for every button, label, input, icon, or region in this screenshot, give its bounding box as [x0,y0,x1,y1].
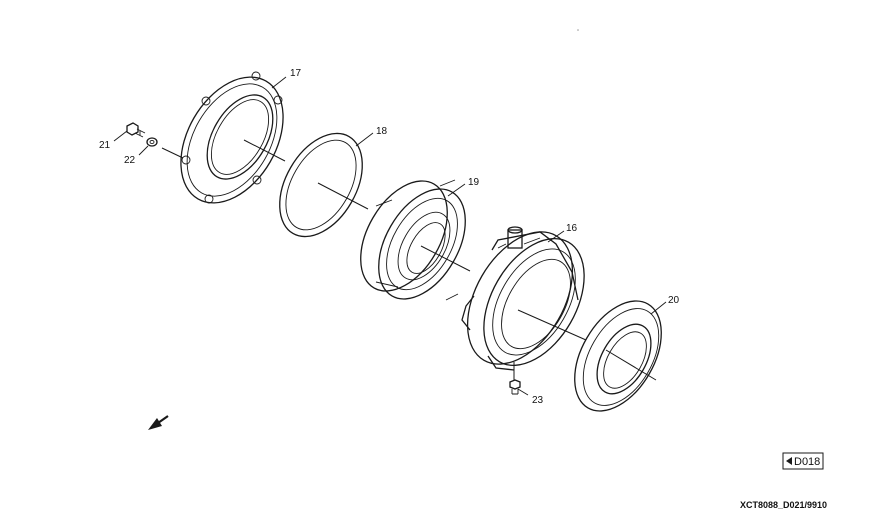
part-16-housing [461,226,585,371]
part-18-shim-ring [279,132,363,238]
part-23-plug [509,379,521,395]
callout-22: 22 [124,155,136,166]
part-22-washer [146,137,158,147]
callout-23: 23 [532,395,544,406]
part-17-cover-plate [180,71,284,204]
callout-17: 17 [290,68,302,79]
page-reference-link[interactable]: D018 [782,452,824,470]
callout-21: 21 [99,140,111,151]
part-20-seal [574,300,662,412]
scan-speck [577,29,579,31]
callout-20: 20 [668,295,680,306]
assembly-axis-line [161,139,657,381]
front-arrow-icon [148,415,169,430]
callout-19: 19 [468,177,480,188]
page-reference-label: D018 [794,456,820,468]
callout-16: 16 [566,223,578,234]
part-19-bearing [360,179,466,301]
figure-code: XCT8088_D021/9910 [740,500,827,510]
left-triangle-icon [786,457,792,465]
part-21-bolt [126,122,146,138]
callout-18: 18 [376,126,388,137]
callout-leaders [113,76,667,396]
